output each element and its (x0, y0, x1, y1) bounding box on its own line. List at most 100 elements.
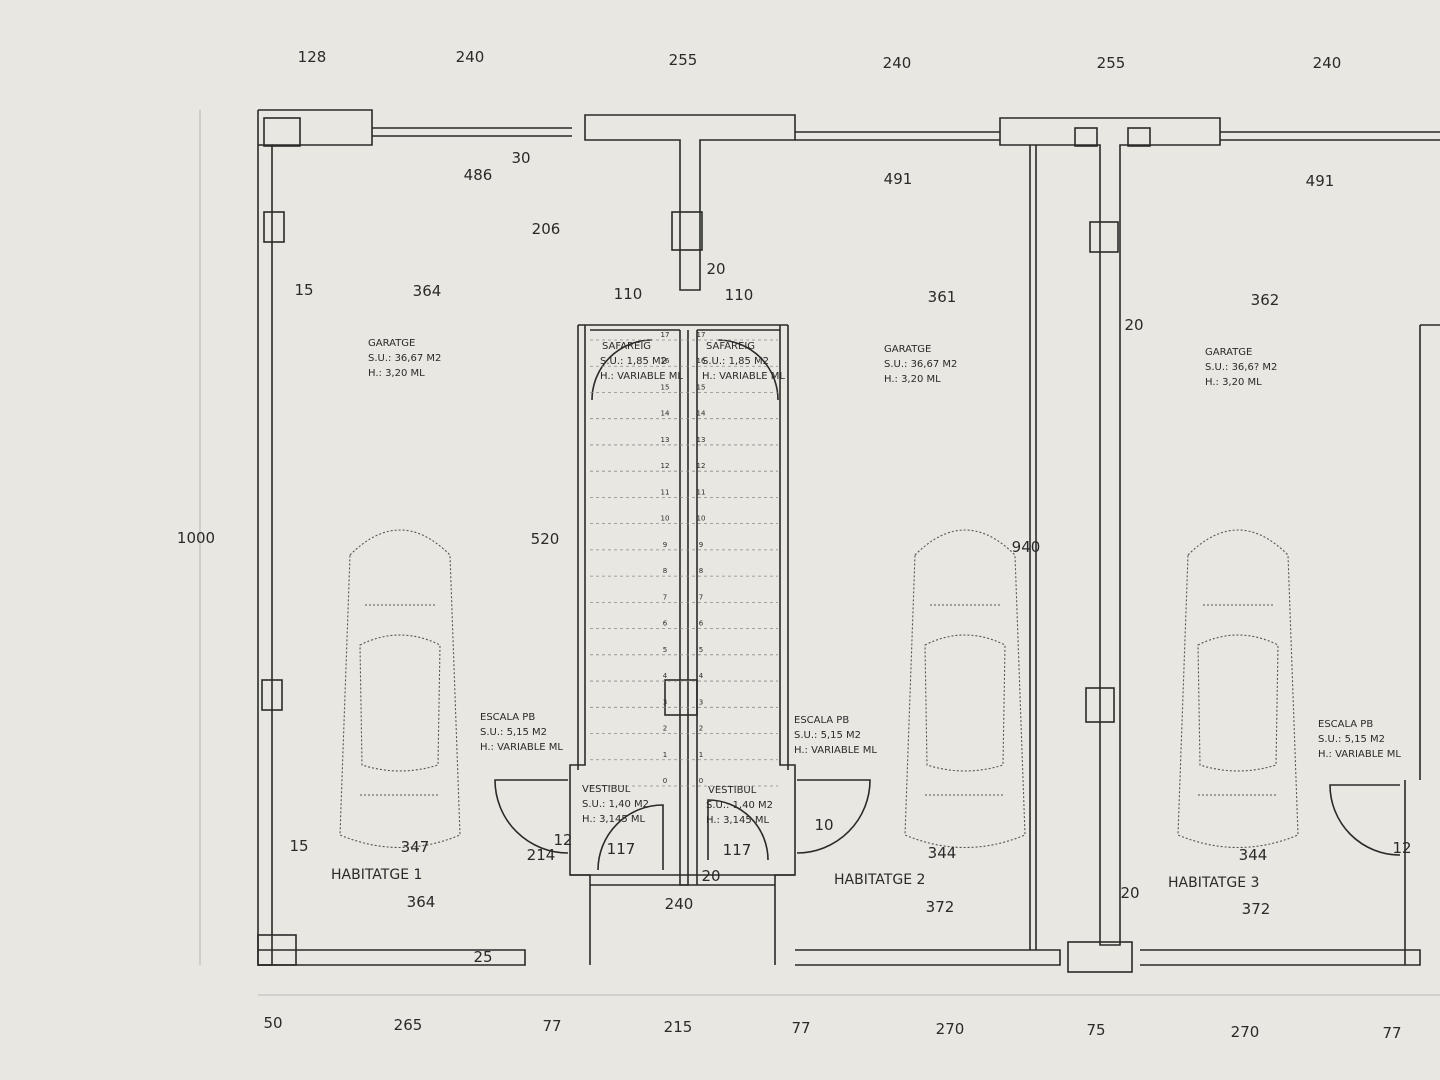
step-number-right: 8 (699, 567, 703, 575)
top-dim-6: 240 (1313, 54, 1342, 72)
step-number-left: 2 (663, 725, 667, 733)
step-number-left: 7 (663, 593, 667, 601)
step-number-left: 13 (661, 436, 670, 444)
bottom-wall-right (1140, 949, 1421, 966)
dim-940: 940 (1012, 538, 1041, 556)
step-number-left: 17 (661, 331, 670, 339)
dim-372a: 372 (926, 898, 955, 916)
dim-344b: 344 (1239, 846, 1268, 864)
top-dim-3: 255 (669, 51, 698, 69)
bottom-wall-left (258, 949, 526, 966)
step-number-left: 16 (661, 357, 670, 365)
step-number-left: 15 (661, 383, 670, 391)
dim-20b: 20 (1124, 316, 1143, 334)
dim-491b: 491 (1306, 172, 1335, 190)
unit-label-1: HABITATGE 1 (331, 867, 422, 883)
safareig-top (578, 324, 788, 331)
step-number-right: 11 (697, 488, 706, 496)
dim-347: 347 (401, 838, 430, 856)
column-4 (257, 934, 297, 966)
step-number-left: 3 (663, 698, 667, 706)
dim-214: 214 (527, 846, 556, 864)
garage-2-area: S.U.: 36,67 M2 (884, 359, 957, 370)
unit-label-2: HABITATGE 2 (834, 872, 925, 888)
dim-491a: 491 (884, 170, 913, 188)
vestibul-1-height: H.: 3,145 ML (582, 814, 646, 825)
garage-3-height: H.: 3,20 ML (1205, 377, 1262, 388)
car-outline-3 (1177, 529, 1299, 849)
column-6 (1089, 221, 1119, 253)
dim-20d: 20 (1120, 884, 1139, 902)
column-2 (263, 211, 285, 243)
stair-bottom (570, 874, 795, 886)
dim-344a: 344 (928, 844, 957, 862)
safareig-2-area: S.U.: 1,85 M2 (702, 356, 769, 367)
column-9 (664, 679, 698, 716)
dim-486: 486 (464, 166, 493, 184)
door-escala-3 (1329, 784, 1401, 856)
step-number-right: 5 (699, 646, 703, 654)
dim-364a: 364 (413, 282, 442, 300)
door-safareig-1 (591, 339, 653, 401)
dim-110b: 110 (725, 286, 754, 304)
top-dim-5: 255 (1097, 54, 1126, 72)
bottom-dim-3: 77 (542, 1017, 561, 1035)
step-number-left: 1 (663, 751, 667, 759)
vestibul-2-name: VESTIBUL (708, 785, 757, 796)
top-dim-2: 240 (456, 48, 485, 66)
step-number-right: 10 (697, 515, 706, 523)
vestibul-1-area: S.U.: 1,40 M2 (582, 799, 649, 810)
step-number-left: 9 (663, 541, 667, 549)
step-number-right: 4 (699, 672, 704, 680)
dim-520: 520 (531, 530, 560, 548)
window-top-1 (372, 127, 572, 137)
dim-10: 10 (814, 816, 833, 834)
stair-core-mid (679, 330, 698, 886)
dim-12b: 12 (1392, 839, 1411, 857)
garage-1-name: GARATGE (368, 338, 415, 349)
dim-20a: 20 (706, 260, 725, 278)
left-dim: 1000 (177, 529, 215, 547)
door-vestibul-1 (597, 804, 664, 871)
garage-2-height: H.: 3,20 ML (884, 374, 941, 385)
escala-3-name: ESCALA PB (1318, 719, 1373, 730)
garage-1-height: H.: 3,20 ML (368, 368, 425, 379)
step-number-left: 10 (661, 515, 670, 523)
outer-wall-left (257, 110, 273, 966)
garage-2-name: GARATGE (884, 344, 931, 355)
bottom-dim-5: 77 (791, 1019, 810, 1037)
column-8 (1067, 941, 1133, 973)
dim-361: 361 (928, 288, 957, 306)
column-11 (1127, 127, 1151, 147)
step-number-left: 4 (663, 672, 668, 680)
stair-core-right (774, 325, 796, 965)
dim-117b: 117 (723, 841, 752, 859)
step-number-left: 12 (661, 462, 670, 470)
vestibul-1-name: VESTIBUL (582, 784, 631, 795)
dim-12a: 12 (553, 831, 572, 849)
column-10 (1074, 127, 1098, 147)
step-number-right: 17 (697, 331, 706, 339)
dim-15a: 15 (294, 281, 313, 299)
dim-30: 30 (511, 149, 530, 167)
center-wall-top-2 (999, 117, 1221, 946)
bottom-dim-7: 75 (1086, 1021, 1105, 1039)
escala-2-height: H.: VARIABLE ML (794, 745, 877, 756)
step-number-left: 8 (663, 567, 667, 575)
window-top-2 (795, 131, 1000, 141)
outer-wall-top (258, 109, 373, 146)
column-3 (261, 679, 283, 711)
dim-206: 206 (532, 220, 561, 238)
step-number-left: 5 (663, 646, 667, 654)
door-escala-2 (796, 779, 871, 854)
step-number-right: 9 (699, 541, 703, 549)
safareig-1-area: S.U.: 1,85 M2 (600, 356, 667, 367)
bottom-wall-mid (795, 949, 1061, 966)
safareig-1-name: SAFAREIG (602, 341, 651, 352)
dim-20c: 20 (701, 867, 720, 885)
garage-3-name: GARATGE (1205, 347, 1252, 358)
escala-3-height: H.: VARIABLE ML (1318, 749, 1401, 760)
step-number-right: 14 (697, 410, 706, 418)
stair-core-left (569, 325, 591, 965)
